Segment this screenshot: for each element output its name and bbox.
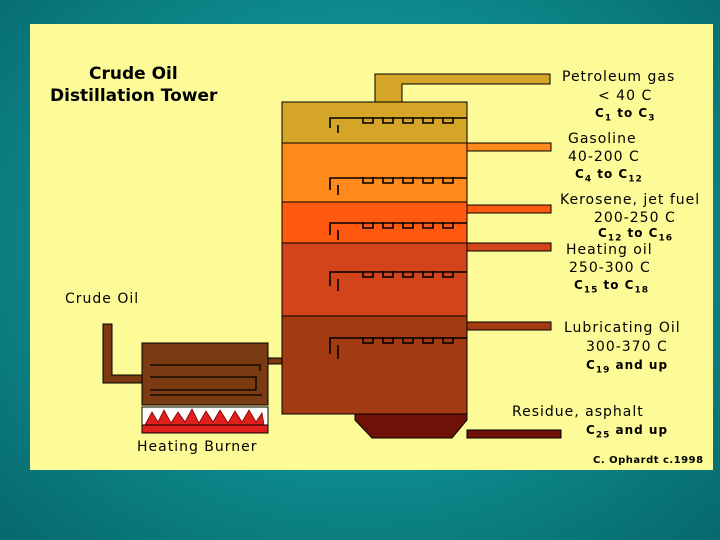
pipe-kerosene bbox=[466, 204, 552, 214]
fraction-name-gasoline: Gasoline bbox=[568, 131, 637, 147]
pipe-heating-oil bbox=[466, 242, 552, 252]
tray-1 bbox=[329, 117, 467, 133]
pipe-petroleum-gas bbox=[374, 73, 551, 103]
distillation-diagram bbox=[102, 73, 562, 439]
crude-oil-label: Crude Oil bbox=[65, 291, 140, 307]
title-line-1: Crude Oil bbox=[89, 64, 178, 84]
tower-section-heating-oil bbox=[281, 242, 468, 317]
burner-flames bbox=[144, 408, 265, 426]
tray-3 bbox=[329, 222, 467, 240]
fraction-carbon-gasoline: C4 to C12 bbox=[575, 167, 643, 185]
fraction-carbon-lubricating-oil: C19 and up bbox=[586, 358, 669, 376]
slide-canvas: Crude Oil Distillation Tower Crude Oil H… bbox=[30, 24, 713, 470]
fraction-range-gasoline: 40-200 C bbox=[568, 149, 640, 165]
burner-base bbox=[141, 424, 269, 434]
tray-4 bbox=[329, 271, 467, 291]
heating-burner-label: Heating Burner bbox=[137, 439, 258, 455]
fraction-carbon-petroleum-gas: C1 to C3 bbox=[595, 106, 656, 124]
residue-bowl bbox=[354, 413, 468, 439]
credit-text: C. Ophardt c.1998 bbox=[593, 455, 704, 466]
pipe-residue bbox=[466, 429, 562, 439]
tray-2 bbox=[329, 177, 467, 195]
fraction-name-lubricating-oil: Lubricating Oil bbox=[564, 320, 681, 336]
fraction-range-petroleum-gas: < 40 C bbox=[598, 88, 653, 104]
heating-coil bbox=[150, 364, 262, 396]
pipe-gasoline bbox=[466, 142, 552, 152]
fraction-range-heating-oil: 250-300 C bbox=[569, 260, 651, 276]
pipe-furnace-to-tower bbox=[267, 357, 283, 365]
title-line-2: Distillation Tower bbox=[50, 86, 218, 106]
tower-section-petroleum-gas bbox=[281, 101, 468, 144]
fraction-name-residue: Residue, asphalt bbox=[512, 404, 644, 420]
furnace bbox=[141, 342, 269, 406]
fraction-name-petroleum-gas: Petroleum gas bbox=[562, 69, 676, 85]
tower-section-gasoline bbox=[281, 142, 468, 203]
fraction-carbon-heating-oil: C15 to C18 bbox=[574, 278, 650, 296]
tray-5 bbox=[329, 337, 467, 359]
fraction-range-kerosene: 200-250 C bbox=[594, 210, 676, 226]
fraction-carbon-kerosene: C12 to C16 bbox=[598, 226, 674, 244]
tower-section-lubricating-oil bbox=[281, 315, 468, 415]
fraction-range-lubricating-oil: 300-370 C bbox=[586, 339, 668, 355]
fraction-name-kerosene: Kerosene, jet fuel bbox=[560, 192, 701, 208]
fraction-name-heating-oil: Heating oil bbox=[566, 242, 653, 258]
fraction-carbon-residue: C25 and up bbox=[586, 423, 669, 441]
pipe-lubricating-oil bbox=[466, 321, 552, 331]
